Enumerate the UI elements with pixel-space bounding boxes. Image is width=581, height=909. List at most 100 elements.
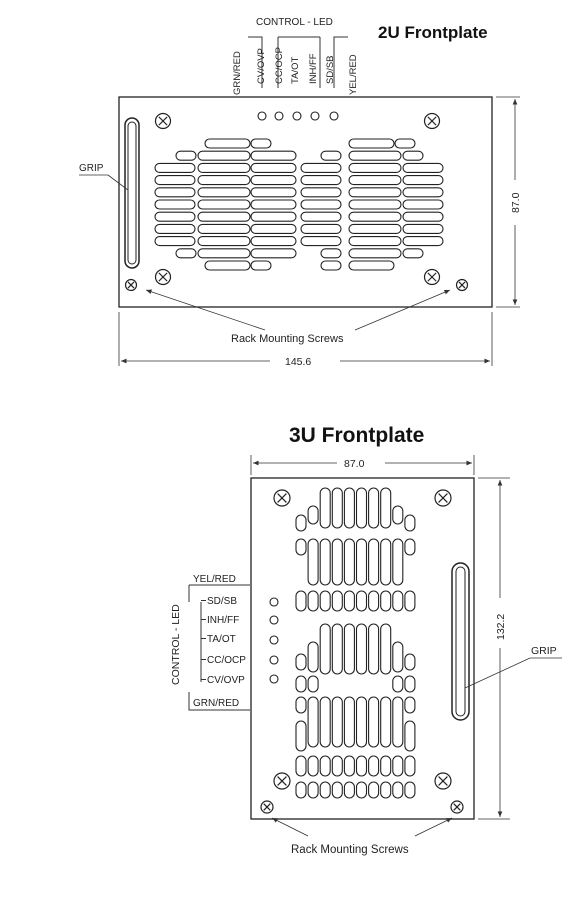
- vent-slot: [343, 590, 355, 612]
- led-indicator: [310, 111, 320, 121]
- vent-slot: [343, 623, 355, 675]
- vent-slot: [331, 755, 343, 777]
- vent-slot: [307, 538, 319, 586]
- led-label-3u: CC/OCP: [207, 655, 246, 666]
- rack-screws-label-3u: Rack Mounting Screws: [291, 844, 409, 856]
- vent-slot: [348, 162, 402, 173]
- vent-slot: [348, 223, 402, 234]
- vent-slot: [404, 538, 416, 556]
- vent-slot: [250, 248, 297, 259]
- screw-icon: [273, 489, 291, 507]
- led-label-2u: INH/FF: [308, 53, 319, 84]
- vent-slot: [319, 538, 331, 586]
- led-label-2u: CC/OCP: [274, 47, 285, 84]
- width-dimension-2u: 145.6: [285, 356, 311, 368]
- vent-slot: [368, 781, 380, 799]
- plate-outline-2u: [118, 96, 493, 308]
- vent-slot: [402, 175, 444, 186]
- vent-slot: [404, 590, 416, 612]
- vent-slot: [307, 696, 319, 748]
- led-label-3u: YEL/RED: [193, 574, 236, 585]
- vent-slot: [380, 623, 392, 675]
- vent-slot: [307, 755, 319, 777]
- vent-slot: [380, 781, 392, 799]
- vent-slot: [154, 236, 196, 247]
- width-dimension-3u: 87.0: [344, 458, 365, 470]
- vent-slot: [355, 755, 368, 777]
- vent-slot: [295, 675, 307, 693]
- vent-slot: [355, 487, 368, 529]
- vent-slot: [348, 199, 402, 210]
- vent-slot: [319, 755, 331, 777]
- vent-slot: [300, 199, 342, 210]
- led-indicator: [269, 674, 279, 684]
- vent-slot: [404, 781, 416, 799]
- grip-label-2u: GRIP: [79, 163, 104, 174]
- vent-slot: [368, 487, 380, 529]
- led-indicator: [269, 635, 279, 645]
- vent-slot: [331, 590, 343, 612]
- vent-slot: [197, 211, 251, 222]
- vent-slot: [392, 505, 404, 525]
- vent-slot: [197, 248, 251, 259]
- vent-slot: [295, 696, 307, 714]
- led-label-3u: SD/SB: [207, 596, 237, 607]
- vent-slot: [348, 187, 402, 198]
- screw-icon: [154, 268, 172, 286]
- led-indicator: [257, 111, 267, 121]
- screw-icon: [423, 112, 441, 130]
- led-label-2u: GRN/RED: [232, 51, 243, 95]
- screws-3u: [260, 489, 464, 814]
- title-2u: 2U Frontplate: [378, 23, 488, 42]
- vent-slot: [355, 623, 368, 675]
- screw-icon: [423, 268, 441, 286]
- vent-slot: [331, 623, 343, 675]
- vent-slot: [197, 236, 251, 247]
- vent-slot: [368, 538, 380, 586]
- vent-slot: [154, 187, 196, 198]
- vent-slot: [300, 162, 342, 173]
- vent-slot: [154, 223, 196, 234]
- led-bracket-3u: [188, 584, 250, 711]
- vent-slot: [320, 150, 342, 161]
- rack-screws-label-2u: Rack Mounting Screws: [231, 333, 344, 345]
- vent-slot: [404, 653, 416, 671]
- vent-slot: [368, 590, 380, 612]
- grip-handle-3u: [451, 562, 470, 721]
- led-bracket-2u: [248, 36, 348, 88]
- led-label-3u: CV/OVP: [207, 675, 245, 686]
- vent-slot: [348, 211, 402, 222]
- vent-slot: [355, 538, 368, 586]
- led-indicator: [269, 597, 279, 607]
- vent-slot: [295, 538, 307, 556]
- vent-slot: [343, 755, 355, 777]
- vent-slot: [343, 696, 355, 748]
- vent-slot: [343, 487, 355, 529]
- rack-screw-icon: [450, 800, 464, 814]
- vent-slot: [300, 236, 342, 247]
- led-indicator: [274, 111, 284, 121]
- vent-slot: [402, 162, 444, 173]
- led-label-2u: SD/SB: [325, 55, 336, 84]
- control-led-label-3u: CONTROL - LED: [170, 604, 182, 685]
- vent-slot: [295, 781, 307, 799]
- vent-slot: [402, 236, 444, 247]
- vent-slot: [197, 150, 251, 161]
- vent-slot: [319, 623, 331, 675]
- vent-slot: [197, 199, 251, 210]
- led-label-2u: CV/OVP: [256, 48, 267, 84]
- rack-screw-icon: [260, 800, 274, 814]
- title-3u: 3U Frontplate: [289, 424, 424, 447]
- vent-slot: [250, 162, 297, 173]
- vent-slot: [331, 696, 343, 748]
- vent-slot: [197, 223, 251, 234]
- vent-slot: [343, 781, 355, 799]
- vent-slot: [307, 781, 319, 799]
- grip-handle-2u: [124, 117, 140, 269]
- vent-slot: [355, 781, 368, 799]
- height-dimension-2u: 87.0: [510, 192, 522, 213]
- vent-slot: [404, 755, 416, 777]
- vent-slot: [392, 696, 404, 748]
- vent-slot: [392, 538, 404, 586]
